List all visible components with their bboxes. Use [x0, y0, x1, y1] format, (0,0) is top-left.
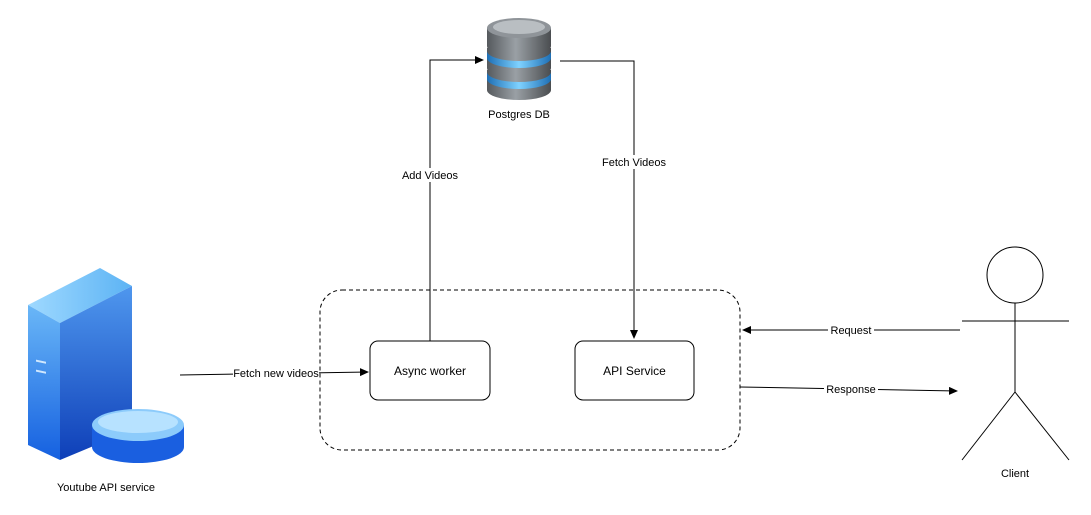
service-group-container	[319, 289, 741, 451]
fetch-new-videos-label: Fetch new videos	[233, 368, 319, 380]
database-icon[interactable]	[487, 18, 551, 100]
edge-response: Response	[739, 382, 958, 396]
edge-fetch-new-videos: Fetch new videos	[179, 366, 369, 380]
client-label: Client	[1001, 468, 1029, 480]
add-videos-label: Add Videos	[402, 170, 459, 182]
youtube-api-service-label: Youtube API service	[57, 482, 155, 494]
edge-add-videos: Add Videos	[400, 56, 484, 341]
async-worker-node[interactable]: Async worker	[369, 340, 491, 401]
fetch-videos-label: Fetch Videos	[602, 157, 667, 169]
request-label: Request	[831, 325, 872, 337]
person-icon[interactable]	[961, 246, 1070, 461]
server-icon[interactable]	[28, 268, 184, 463]
edge-fetch-videos: Fetch Videos	[560, 60, 668, 339]
postgres-db-label: Postgres DB	[488, 109, 550, 121]
response-label: Response	[826, 384, 876, 396]
api-service-label: API Service	[603, 364, 666, 378]
api-service-node[interactable]: API Service	[574, 340, 695, 401]
edge-request: Request	[742, 323, 960, 337]
async-worker-label: Async worker	[394, 364, 466, 378]
